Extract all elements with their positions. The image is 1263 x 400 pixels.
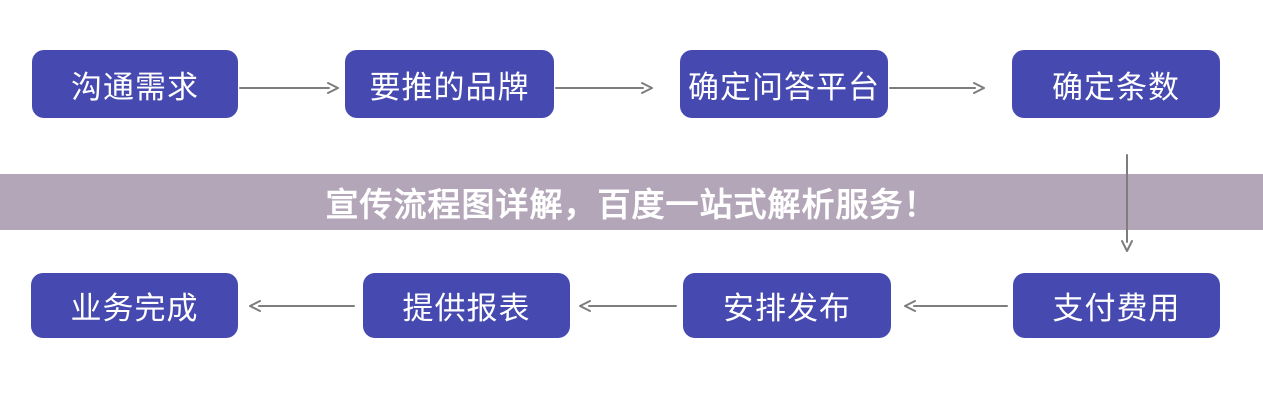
arrow-right-icon [239,82,339,94]
arrow-right-icon [555,82,653,94]
banner: 宣传流程图详解，百度一站式解析服务！ [0,174,1263,230]
arrow-left-icon [579,300,677,312]
flow-step-communicate-needs: 沟通需求 [32,50,238,118]
banner-title: 宣传流程图详解，百度一站式解析服务！ [325,186,938,223]
flow-step-arrange-publishing: 安排发布 [683,273,891,338]
flow-step-business-complete: 业务完成 [31,273,238,338]
flow-step-brand-to-promote: 要推的品牌 [345,50,554,118]
arrow-left-icon [249,300,355,312]
flow-step-provide-reports: 提供报表 [363,273,570,338]
arrow-right-icon [889,82,985,94]
flow-step-pay-fees: 支付费用 [1013,273,1220,338]
arrow-down-icon [1121,154,1133,252]
flow-step-choose-qa-platform: 确定问答平台 [680,50,888,118]
flow-step-decide-quantity: 确定条数 [1012,50,1220,118]
arrow-left-icon [904,300,1008,312]
